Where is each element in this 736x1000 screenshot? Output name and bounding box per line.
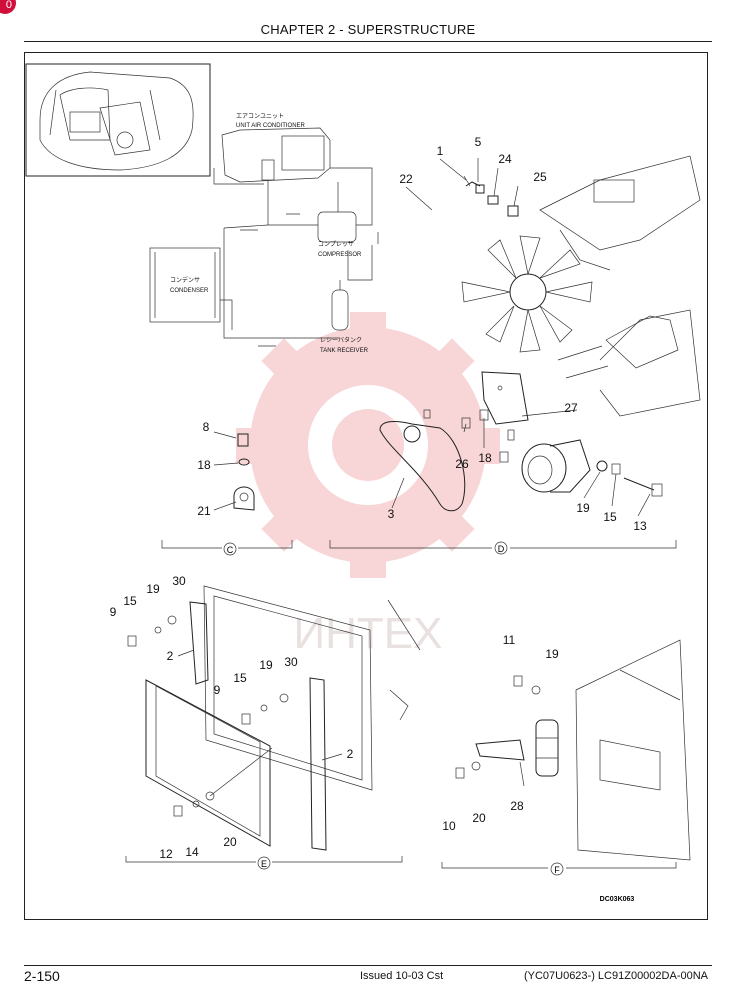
engine-outline xyxy=(539,155,701,417)
callout-20-f: 20 xyxy=(472,811,486,825)
callout-9-e1: 9 xyxy=(110,605,117,619)
header-rule xyxy=(24,41,712,42)
callout-9-e2: 9 xyxy=(214,683,221,697)
corner-badge: 0 xyxy=(0,0,16,14)
unit-label-jp: エアコンユニット xyxy=(236,113,284,120)
receiver-label-en: TANK RECEIVER xyxy=(320,348,369,354)
callout-10: 10 xyxy=(442,819,456,833)
receiver-tank-group xyxy=(455,639,691,861)
callout-21: 21 xyxy=(197,504,211,518)
callout-27: 27 xyxy=(564,401,578,415)
unit-label-en: UNIT AIR CONDITIONER xyxy=(236,123,306,129)
callout-19-e1: 19 xyxy=(146,582,160,596)
callout-24: 24 xyxy=(498,152,512,166)
callout-14: 14 xyxy=(185,845,199,859)
document-code: (YC07U0623-) LC91Z00002DA-00NA xyxy=(523,970,708,982)
callout-18-c: 18 xyxy=(197,458,211,472)
callout-5: 5 xyxy=(475,135,482,149)
callout-22: 22 xyxy=(399,172,413,186)
callout-25: 25 xyxy=(533,170,547,184)
footer-rule xyxy=(24,965,712,966)
callout-8: 8 xyxy=(203,420,210,434)
figure-code: DC03K063 xyxy=(600,896,635,903)
callout-26: 26 xyxy=(455,457,469,471)
callout-2-e1: 2 xyxy=(167,649,174,663)
callout-12: 12 xyxy=(159,847,173,861)
callout-3: 3 xyxy=(388,507,395,521)
issued-date: Issued 10-03 Cst xyxy=(360,970,444,982)
callout-20-e: 20 xyxy=(223,835,237,849)
callout-19-e2: 19 xyxy=(259,658,273,672)
view-label-d: D xyxy=(498,544,505,554)
clamp-group xyxy=(233,433,255,511)
compressor-label-jp: コンプレッサ xyxy=(318,241,354,248)
figure-frame xyxy=(24,52,708,920)
callout-15-d: 15 xyxy=(603,510,617,524)
view-label-f: F xyxy=(554,865,560,875)
page-title: CHAPTER 2 - SUPERSTRUCTURE xyxy=(260,22,476,37)
receiver-label-jp: レシーバタンク xyxy=(320,336,362,344)
watermark-gear-icon xyxy=(236,312,500,578)
callout-11: 11 xyxy=(503,633,516,647)
callout-28: 28 xyxy=(510,799,524,813)
callout-19-d: 19 xyxy=(576,501,590,515)
callout-15-e2: 15 xyxy=(233,671,247,685)
view-label-e: E xyxy=(261,859,267,869)
hose-and-fitting-group xyxy=(428,158,519,233)
callout-13: 13 xyxy=(633,519,647,533)
condenser-label-en: CONDENSER xyxy=(170,288,209,294)
view-label-c: C xyxy=(227,545,234,555)
callout-30-e2: 30 xyxy=(284,655,298,669)
page-number: 2-150 xyxy=(24,968,60,984)
callout-15-e1: 15 xyxy=(123,594,137,608)
callout-2-e2: 2 xyxy=(347,747,354,761)
condenser-label-jp: コンデンサ xyxy=(170,276,200,284)
condenser-assembly xyxy=(127,585,421,851)
watermark-text: ИНТЕХ xyxy=(294,609,443,658)
callout-19-f: 19 xyxy=(545,647,559,661)
ac-schematic: エアコンユニット UNIT AIR CONDITIONER コンプレッサ COM… xyxy=(149,113,379,354)
callout-18-d: 18 xyxy=(478,451,492,465)
compressor-label-en: COMPRESSOR xyxy=(318,252,362,258)
location-inset xyxy=(25,63,211,177)
leader-lines xyxy=(177,158,651,797)
callout-1: 1 xyxy=(437,144,444,158)
section-separators xyxy=(125,540,677,876)
cooling-fan xyxy=(461,235,593,353)
compressor-mount-group xyxy=(379,371,663,512)
callout-30-e1: 30 xyxy=(172,574,186,588)
